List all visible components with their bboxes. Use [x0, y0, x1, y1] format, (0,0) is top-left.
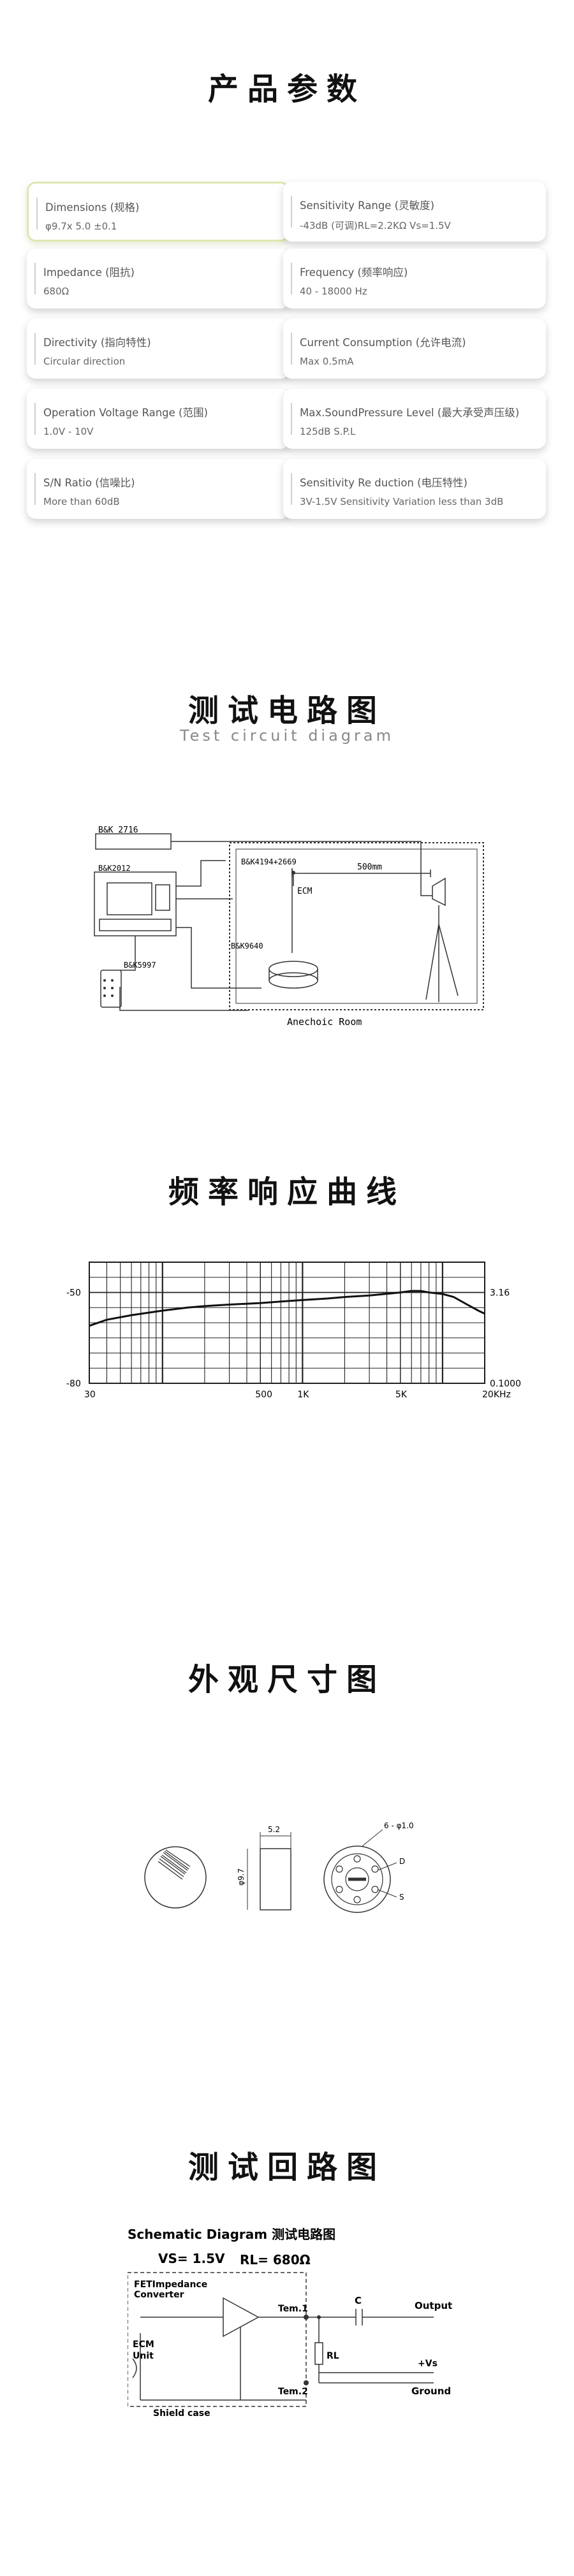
- param-value: 125dB S.P.L: [300, 426, 356, 437]
- circuit-subtitle: Test circuit diagram: [179, 727, 394, 745]
- param-value: 40 - 18000 Hz: [300, 286, 367, 297]
- width-label: 5.2: [268, 1825, 280, 1834]
- bk2716-label: B&K 2716: [98, 826, 138, 835]
- anechoic-room-label: Anechoic Room: [287, 1016, 362, 1028]
- bk9640-label: B&K9640: [231, 942, 263, 950]
- dims-title: 外观尺寸图: [188, 1662, 386, 1698]
- param-label: Sensitivity Range (灵敏度): [300, 200, 435, 212]
- rl-label: RL: [327, 2351, 339, 2361]
- param-card: Dimensions (规格) φ9.7x 5.0 ±0.1: [27, 182, 290, 242]
- freq-title: 频率响应曲线: [168, 1174, 406, 1210]
- c-label: C: [355, 2295, 362, 2306]
- x-tick-label: 1K: [297, 1390, 309, 1400]
- loop-title: 测试回路图: [188, 2150, 386, 2185]
- param-value: More than 60dB: [43, 496, 120, 507]
- felt-hatch: [158, 1849, 191, 1880]
- schematic-vs: VS= 1.5V: [158, 2251, 225, 2266]
- bk2012-analyzer: [94, 871, 177, 936]
- param-label: Operation Voltage Range (范围): [43, 407, 208, 419]
- schematic-rl: RL= 680Ω: [240, 2252, 311, 2267]
- param-value: 3V-1.5V Sensitivity Variation less than …: [300, 496, 504, 507]
- card-divider: [291, 403, 292, 435]
- bk2716-box: [95, 833, 172, 850]
- schematic-diagram: Schematic Diagram 测试电路图 VS= 1.5V RL= 680…: [128, 2227, 452, 2419]
- fet-label: FETImpedance: [134, 2280, 207, 2290]
- ground-label: Ground: [411, 2385, 451, 2397]
- x-tick-label: 20KHz: [482, 1390, 511, 1400]
- param-label: Frequency (频率响应): [300, 266, 408, 279]
- bk5997-label: B&K5997: [124, 961, 156, 970]
- d-label: D: [399, 1857, 405, 1866]
- card-divider: [34, 333, 36, 365]
- ecm-label: ECM: [297, 887, 313, 896]
- schematic-title: Schematic Diagram 测试电路图: [128, 2227, 335, 2242]
- term2-label: Tem.2: [278, 2387, 308, 2397]
- output-label: Output: [415, 2300, 452, 2311]
- top-view-circle: [144, 1846, 207, 1909]
- param-label: Directivity (指向特性): [43, 337, 151, 349]
- x-tick-label: 5K: [395, 1390, 408, 1400]
- frequency-response-chart: 30 500 1K 5K 20KHz -50 3.16 -80 0.1000: [66, 1262, 521, 1400]
- param-label: Dimensions (规格): [45, 201, 140, 214]
- s-label: S: [399, 1893, 404, 1902]
- param-value: -43dB (可调)RL=2.2KΩ Vs=1.5V: [300, 220, 451, 231]
- param-card: Impedance (阻抗) 680Ω: [27, 249, 290, 309]
- bottom-view-circle: [323, 1845, 391, 1913]
- card-divider: [34, 473, 36, 505]
- card-divider: [291, 473, 292, 505]
- param-label: Current Consumption (允许电流): [300, 337, 466, 349]
- param-card: S/N Ratio (信噪比) More than 60dB: [27, 459, 290, 519]
- param-value: φ9.7x 5.0 ±0.1: [45, 221, 117, 232]
- test-circuit-diagram: B&K 2716 B&K2012 B&K4194+2669 500mm ECM …: [94, 826, 484, 1028]
- param-label: S/N Ratio (信噪比): [43, 477, 135, 489]
- card-divider: [291, 333, 292, 365]
- dimension-drawing: 5.2 φ9.7 6 - φ1.0 D S: [144, 1821, 414, 1913]
- param-card: Frequency (频率响应) 40 - 18000 Hz: [283, 249, 546, 309]
- response-curve: [89, 1290, 485, 1327]
- card-divider: [291, 196, 292, 228]
- param-label: Sensitivity Re duction (电压特性): [300, 477, 467, 489]
- y-tick-label-right: 0.1000: [490, 1379, 521, 1389]
- param-card: Operation Voltage Range (范围) 1.0V - 10V: [27, 389, 290, 449]
- card-divider: [34, 263, 36, 295]
- param-card: Current Consumption (允许电流) Max 0.5mA: [283, 319, 546, 379]
- y-tick-label-right: 3.16: [490, 1288, 510, 1299]
- unit-label: Unit: [133, 2351, 154, 2361]
- param-label: Impedance (阻抗): [43, 266, 135, 279]
- param-card: Max.SoundPressure Level (最大承受声压级) 125dB S…: [283, 389, 546, 449]
- x-tick-label: 30: [84, 1390, 96, 1400]
- bk2012-label: B&K2012: [98, 864, 131, 873]
- x-tick-label: 500: [255, 1390, 272, 1400]
- params-title: 产品参数: [207, 71, 366, 107]
- param-card: Sensitivity Range (灵敏度) -43dB (可调)RL=2.2K…: [283, 182, 546, 242]
- bk5997-remote: [100, 970, 122, 1008]
- param-value: 680Ω: [43, 286, 70, 297]
- y-tick-label-left: -50: [66, 1288, 81, 1299]
- term1-label: Tem.1: [278, 2304, 308, 2314]
- bk4194-label: B&K4194+2669: [241, 857, 297, 866]
- param-card: Directivity (指向特性) Circular direction: [27, 319, 290, 379]
- card-divider: [34, 403, 36, 435]
- param-value: Max 0.5mA: [300, 356, 354, 367]
- param-card: Sensitivity Re duction (电压特性) 3V-1.5V Sen…: [283, 459, 546, 519]
- card-divider: [36, 198, 38, 229]
- diameter-label: φ9.7: [237, 1868, 246, 1886]
- y-tick-label-left: -80: [66, 1379, 81, 1389]
- anechoic-room: [229, 842, 484, 1010]
- ecm-unit-label: ECM: [133, 2340, 154, 2350]
- distance-label: 500mm: [357, 862, 382, 872]
- vs-plus-label: +Vs: [418, 2359, 438, 2369]
- card-divider: [291, 263, 292, 295]
- circuit-title: 测试电路图: [188, 693, 386, 729]
- converter-label: Converter: [134, 2290, 184, 2300]
- param-value: 1.0V - 10V: [43, 426, 94, 437]
- param-label: Max.SoundPressure Level (最大承受声压级): [300, 407, 520, 419]
- side-view: [260, 1848, 291, 1910]
- shield-label: Shield case: [153, 2408, 210, 2419]
- holes-label: 6 - φ1.0: [384, 1821, 414, 1830]
- param-value: Circular direction: [43, 356, 126, 367]
- shield-case-box: [128, 2272, 307, 2407]
